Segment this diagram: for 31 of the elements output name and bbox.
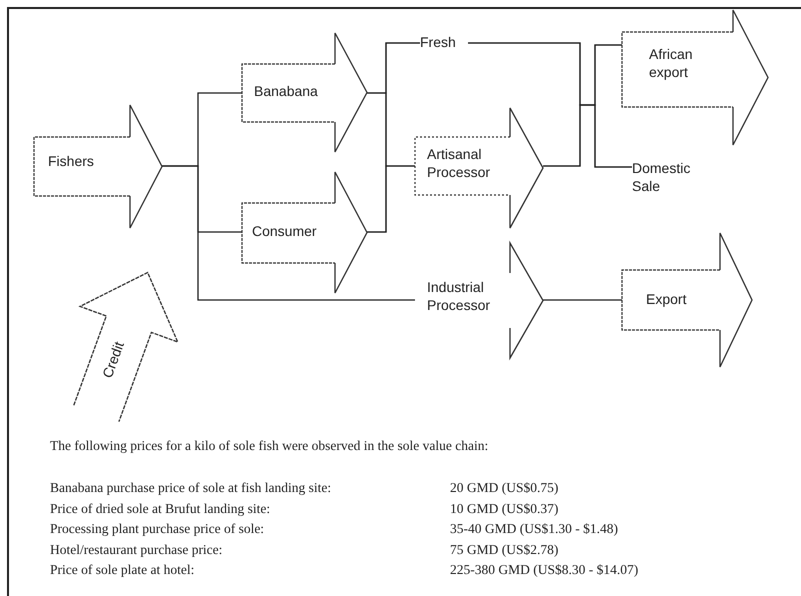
connector-line	[162, 165, 415, 301]
price-item: Price of sole plate at hotel:	[50, 562, 194, 578]
price-item: Price of dried sole at Brufut landing site:	[50, 500, 270, 516]
arrow-shape	[242, 172, 367, 293]
arrow-shape	[415, 108, 543, 228]
node-label: Consumer	[252, 223, 318, 240]
arrow-shape	[34, 105, 162, 228]
price-item: Hotel/restaurant purchase price:	[50, 542, 222, 558]
connector-line	[367, 165, 415, 233]
price-item: Banabana purchase price of sole at fish landing site:	[50, 480, 332, 496]
node-label: Credit	[98, 338, 128, 382]
node-label: Banabana	[254, 83, 319, 100]
connector-line	[543, 104, 632, 168]
price-value: 20 GMD (US$0.75)	[450, 480, 558, 496]
intro-sentence: The following prices for a kilo of sole fish were observed in the sole value chain:	[50, 438, 488, 454]
node-label: Export	[646, 291, 688, 308]
arrow-shape	[622, 10, 768, 145]
arrow-shape	[622, 233, 752, 367]
price-value: 35-40 GMD (US$1.30 - $1.48)	[450, 521, 618, 537]
node-label: Industrial Processor	[427, 279, 492, 314]
price-value: 75 GMD (US$2.78)	[450, 542, 558, 558]
price-value: 225-380 GMD (US$8.30 - $14.07)	[450, 562, 638, 578]
connector-line	[543, 299, 622, 301]
price-item: Processing plant purchase price of sole:	[50, 521, 264, 537]
node-label: Fishers	[48, 153, 95, 170]
node-label: Artisanal Processor	[427, 146, 492, 181]
node-label: Fresh	[420, 34, 457, 52]
arrow-shape	[242, 33, 367, 152]
node-label: African export	[649, 46, 694, 81]
node-label: Domestic Sale	[632, 160, 692, 195]
price-value: 10 GMD (US$0.37)	[450, 500, 558, 516]
